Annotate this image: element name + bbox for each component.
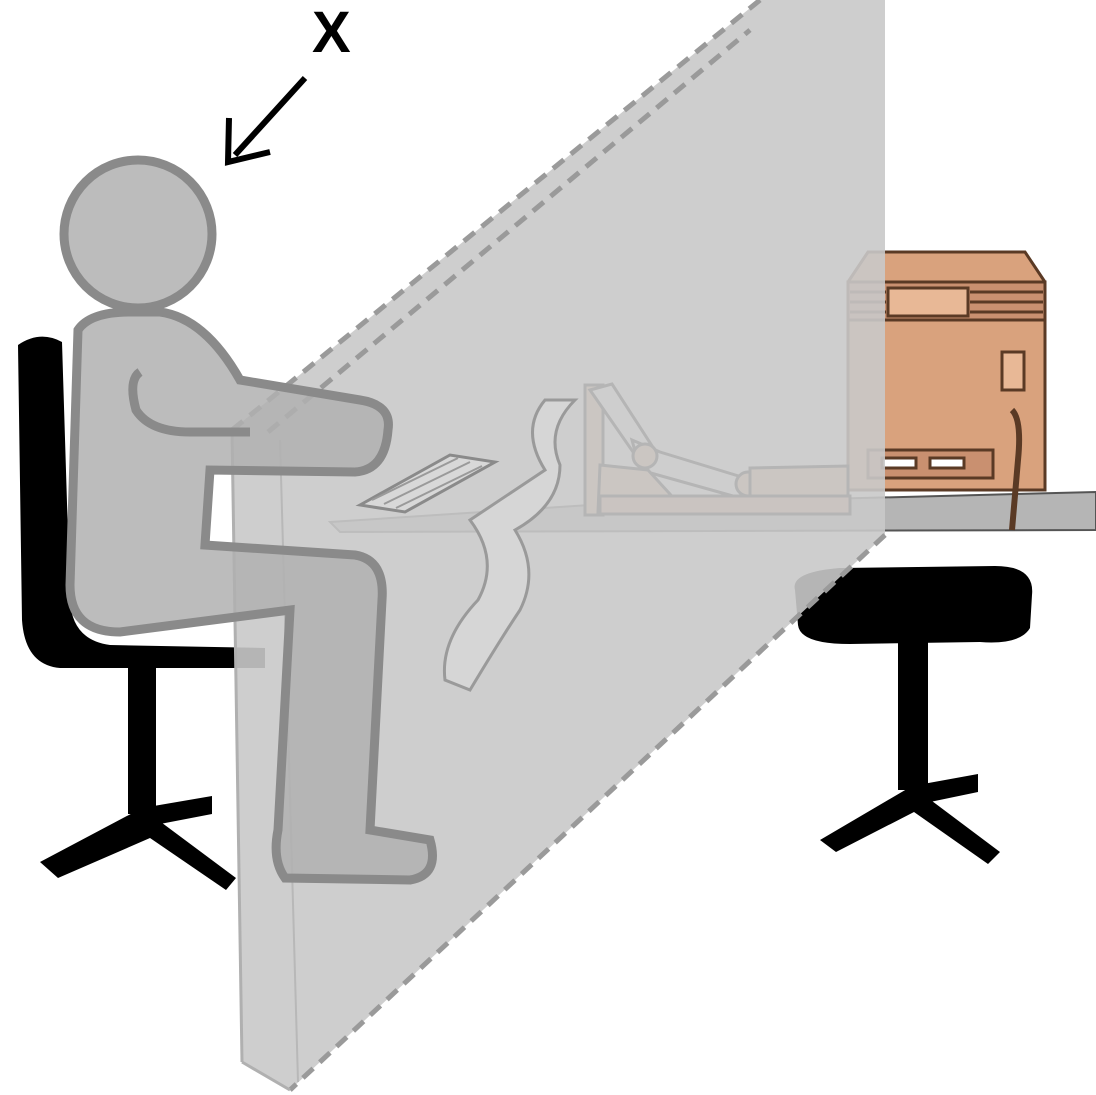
arrow-icon bbox=[228, 78, 305, 162]
label-x: X bbox=[312, 0, 351, 65]
observer-label: X bbox=[312, 0, 351, 65]
partition-wall bbox=[232, 0, 885, 1090]
stool-icon bbox=[795, 566, 1033, 864]
